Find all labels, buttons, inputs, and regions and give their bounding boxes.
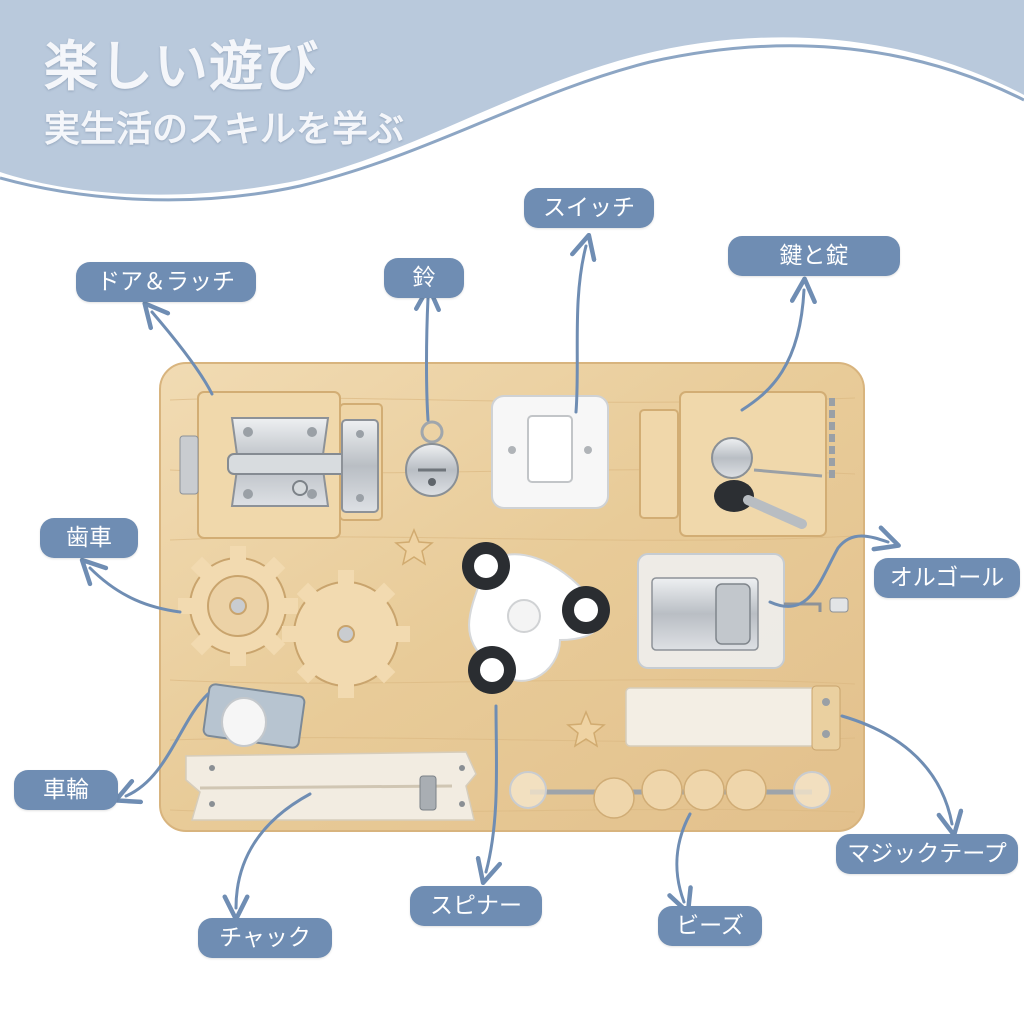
- label-spinner: スピナー: [410, 886, 542, 926]
- gears: [178, 546, 410, 698]
- header-wave: [0, 0, 1024, 195]
- label-bell: 鈴: [384, 258, 464, 298]
- bead-abacus: [509, 769, 831, 819]
- zipper: [185, 751, 477, 821]
- star: [566, 710, 606, 748]
- label-lock-key: 鍵と錠: [728, 236, 900, 276]
- label-door-latch: ドア＆ラッチ: [76, 262, 256, 302]
- headline-subtitle: 実生活のスキルを学ぶ: [44, 109, 405, 150]
- bell: [405, 420, 459, 497]
- callout-arrows: [79, 232, 964, 922]
- lock-and-key: [639, 391, 835, 537]
- caster-wheel: [202, 683, 306, 749]
- music-box: [637, 553, 849, 669]
- label-switch: スイッチ: [524, 188, 654, 228]
- light-switch: [491, 395, 609, 509]
- arrow-velcro: [840, 714, 964, 838]
- header-wave-line: [0, 44, 1024, 202]
- arrow-beads: [667, 812, 693, 915]
- label-gears: 歯車: [40, 518, 138, 558]
- star: [394, 528, 434, 566]
- label-zipper: チャック: [198, 918, 332, 958]
- arrow-switch: [570, 232, 597, 414]
- label-wheel: 車輪: [14, 770, 118, 810]
- door-latch: [179, 391, 383, 539]
- arrow-wheel: [113, 692, 210, 805]
- label-music-box: オルゴール: [874, 558, 1020, 598]
- arrow-music-box: [768, 525, 901, 608]
- arrow-bell: [413, 284, 441, 422]
- label-beads: ビーズ: [658, 906, 762, 946]
- arrow-gears: [79, 557, 182, 614]
- fidget-spinner: [462, 542, 610, 694]
- velcro-strap: [625, 685, 841, 751]
- arrow-door-latch: [142, 301, 214, 396]
- headline-title: 楽しい遊び: [44, 35, 319, 98]
- label-velcro: マジックテープ: [836, 834, 1018, 874]
- arrow-lock-key: [740, 276, 817, 412]
- arrow-spinner: [475, 704, 503, 886]
- arrow-zipper: [222, 792, 312, 922]
